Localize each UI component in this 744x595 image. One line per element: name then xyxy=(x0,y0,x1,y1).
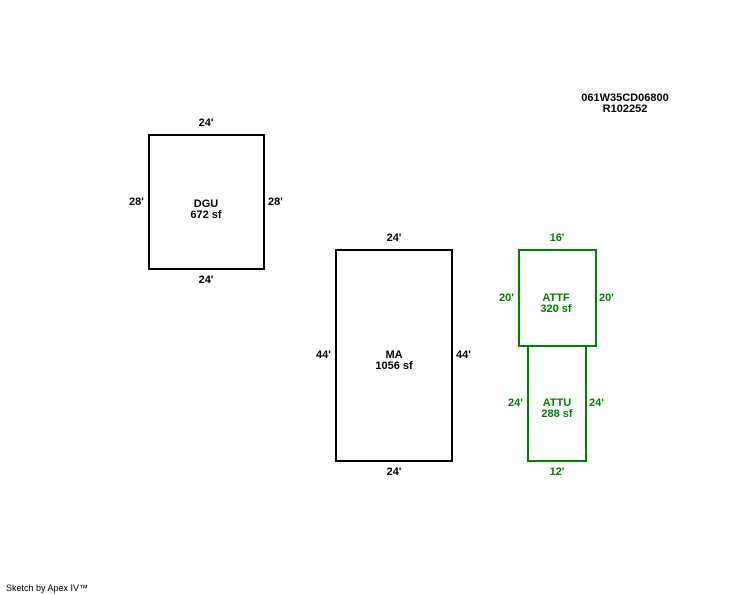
dgu-top-dimension: 24' xyxy=(198,117,214,129)
ma-label: MA 1056 sf xyxy=(375,350,412,372)
dgu-outline xyxy=(148,134,265,270)
attf-area: 320 sf xyxy=(540,303,572,315)
parcel-identifiers: 061W35CD06800 R102252 xyxy=(580,93,670,115)
ma-left-dimension: 44' xyxy=(316,349,331,361)
map-id: 061W35CD06800 xyxy=(581,92,669,104)
attf-left-dimension: 20' xyxy=(499,292,514,304)
attu-right-dimension: 24' xyxy=(589,397,604,409)
attf-label: ATTF 320 sf xyxy=(540,293,571,315)
attf-name: ATTF xyxy=(542,292,570,304)
dgu-label: DGU 672 sf xyxy=(190,199,221,221)
attf-top-dimension: 16' xyxy=(549,232,565,244)
record-id: R102252 xyxy=(602,103,648,115)
attf-right-dimension: 20' xyxy=(599,292,614,304)
dgu-left-dimension: 28' xyxy=(129,196,144,208)
attu-left-dimension: 24' xyxy=(508,397,523,409)
attu-area: 288 sf xyxy=(541,408,573,420)
ma-outline xyxy=(335,249,453,462)
dgu-right-dimension: 28' xyxy=(268,196,283,208)
dgu-name: DGU xyxy=(193,198,219,210)
ma-area: 1056 sf xyxy=(375,360,413,372)
attu-bottom-dimension: 12' xyxy=(549,466,565,478)
dgu-bottom-dimension: 24' xyxy=(198,274,214,286)
ma-bottom-dimension: 24' xyxy=(386,466,402,478)
sketch-credit: Sketch by Apex IV™ xyxy=(6,583,89,593)
dgu-area: 672 sf xyxy=(190,209,222,221)
ma-top-dimension: 24' xyxy=(386,232,402,244)
attu-name: ATTU xyxy=(542,397,572,409)
attu-label: ATTU 288 sf xyxy=(541,398,572,420)
ma-right-dimension: 44' xyxy=(456,349,471,361)
attu-outline xyxy=(527,345,587,462)
ma-name: MA xyxy=(385,349,403,361)
